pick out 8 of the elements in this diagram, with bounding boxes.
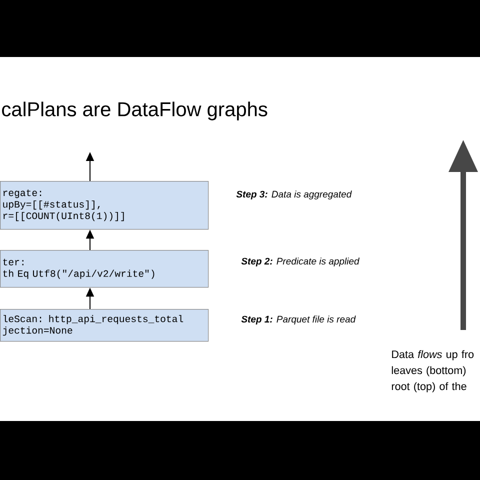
slide-title: calPlans are DataFlow graphs (2, 102, 268, 120)
step-label: Step 3: Data is aggregated (236, 190, 352, 200)
plan-node-box: leScan: http_api_requests_total jection=None (0, 309, 209, 342)
step-label: Step 1: Parquet file is read (241, 316, 356, 324)
note-text: Data flows up fro leaves (bottom) root (top) of the (392, 350, 474, 392)
step-label: Step 2: Predicate is applied (241, 258, 360, 266)
plan-node-box: ter: th Eq Utf8("/api/v2/write") (0, 250, 209, 288)
plan-node-box: regate: upBy=[[#status]], r=[[COUNT(UInt8(1))]] (0, 181, 209, 230)
